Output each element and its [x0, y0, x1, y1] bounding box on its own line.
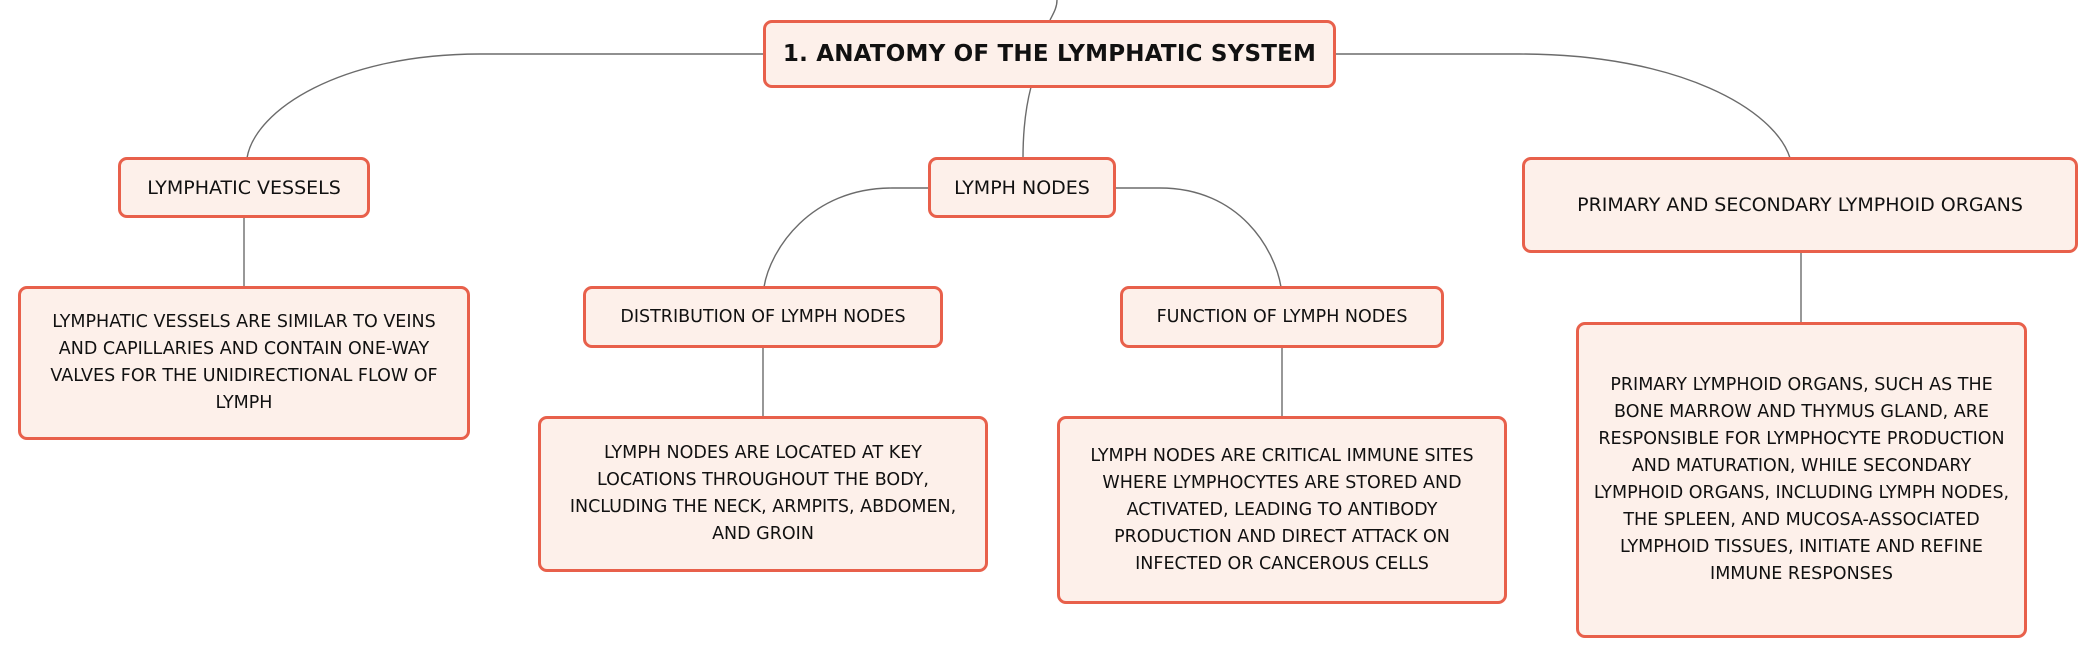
detail-node-text: LYMPH NODES ARE LOCATED AT KEY LOCATIONS… — [569, 443, 957, 544]
connector-lymph-nodes-to-function — [1116, 187, 1282, 288]
connector-to-parent — [1049, 0, 1058, 21]
topic-node-label: PRIMARY AND SECONDARY LYMPHOID ORGANS — [1577, 194, 2023, 216]
root-node[interactable]: 1. ANATOMY OF THE LYMPHATIC SYSTEM — [763, 20, 1336, 88]
detail-node-lymphoid-organs[interactable]: PRIMARY LYMPHOID ORGANS, SUCH AS THE BON… — [1576, 322, 2027, 638]
connector-root-to-lymphoid-organs — [1336, 53, 1791, 159]
topic-node-lymph-nodes[interactable]: LYMPH NODES — [928, 157, 1116, 218]
subtopic-node-label: DISTRIBUTION OF LYMPH NODES — [620, 307, 906, 327]
connector-root-to-lymphatic-vessels — [246, 53, 763, 159]
connector-root-to-lymph-nodes — [1022, 86, 1032, 159]
topic-node-lymphoid-organs[interactable]: PRIMARY AND SECONDARY LYMPHOID ORGANS — [1522, 157, 2078, 253]
detail-node-lymphatic-vessels[interactable]: LYMPHATIC VESSELS ARE SIMILAR TO VEINS A… — [18, 286, 470, 440]
topic-node-label: LYMPHATIC VESSELS — [147, 176, 341, 199]
connector-lymph-nodes-to-distribution — [763, 187, 928, 288]
subtopic-node-distribution[interactable]: DISTRIBUTION OF LYMPH NODES — [583, 286, 943, 348]
detail-node-function[interactable]: LYMPH NODES ARE CRITICAL IMMUNE SITES WH… — [1057, 416, 1507, 604]
subtopic-node-function[interactable]: FUNCTION OF LYMPH NODES — [1120, 286, 1444, 348]
root-node-label: 1. ANATOMY OF THE LYMPHATIC SYSTEM — [782, 41, 1317, 67]
detail-node-text: LYMPH NODES ARE CRITICAL IMMUNE SITES WH… — [1090, 445, 1474, 574]
detail-node-text: LYMPHATIC VESSELS ARE SIMILAR TO VEINS A… — [50, 312, 438, 413]
topic-node-label: LYMPH NODES — [954, 176, 1090, 199]
detail-node-text: PRIMARY LYMPHOID ORGANS, SUCH AS THE BON… — [1593, 375, 2010, 584]
subtopic-node-label: FUNCTION OF LYMPH NODES — [1156, 307, 1408, 327]
detail-node-distribution[interactable]: LYMPH NODES ARE LOCATED AT KEY LOCATIONS… — [538, 416, 988, 572]
topic-node-lymphatic-vessels[interactable]: LYMPHATIC VESSELS — [118, 157, 370, 218]
